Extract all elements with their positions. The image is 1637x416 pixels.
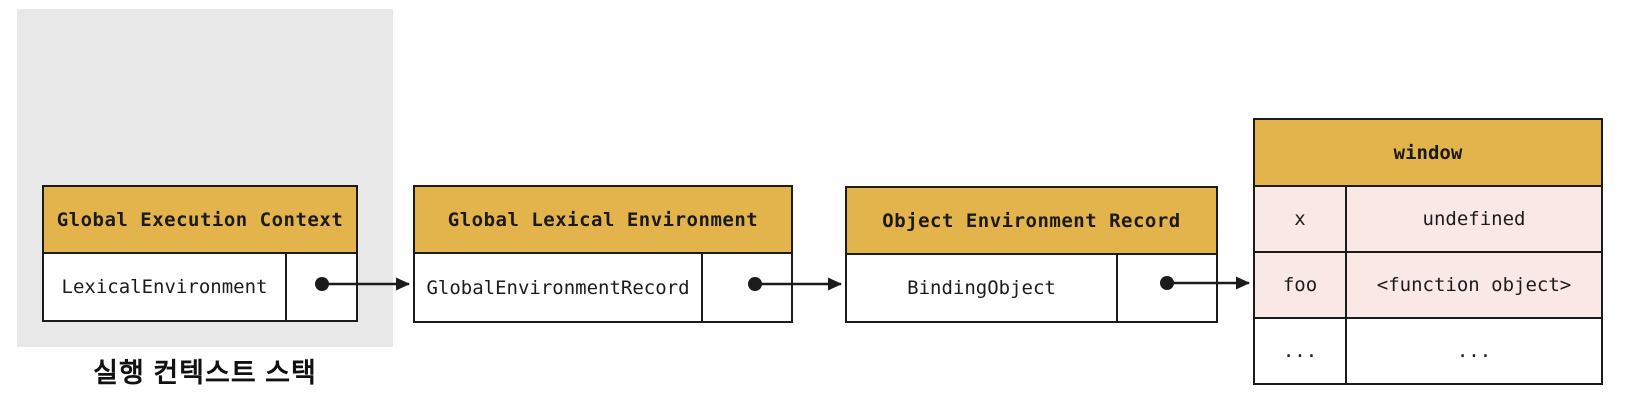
env-box-global-lexical-environment: Global Lexical Environment GlobalEnviron… <box>413 185 793 323</box>
env-pointer-cell <box>701 254 791 321</box>
env-slot-name: GlobalEnvironmentRecord <box>426 276 690 299</box>
window-table-title: window <box>1393 141 1463 164</box>
env-slot-row: GlobalEnvironmentRecord <box>415 254 791 321</box>
window-row-foo: foo <function object> <box>1255 253 1601 319</box>
window-table: window x undefined foo <function object>… <box>1253 118 1603 385</box>
env-box-header: Global Lexical Environment <box>415 187 791 254</box>
env-slot-row: LexicalEnvironment <box>44 254 356 320</box>
env-pointer-cell <box>1116 255 1216 321</box>
env-slot-row: BindingObject <box>847 255 1216 321</box>
window-key-cell: x <box>1255 187 1347 251</box>
env-pointer-cell <box>285 254 356 320</box>
stack-label: 실행 컨텍스트 스택 <box>93 358 317 388</box>
env-box-global-execution-context: Global Execution Context LexicalEnvironm… <box>42 185 358 322</box>
window-key-cell: foo <box>1255 253 1347 317</box>
env-box-header: Global Execution Context <box>44 187 356 254</box>
window-value-cell: <function object> <box>1376 274 1572 296</box>
env-slot-name: LexicalEnvironment <box>61 276 268 298</box>
env-box-title: Object Environment Record <box>882 209 1181 232</box>
window-value-cell: undefined <box>1422 208 1526 230</box>
window-table-header: window <box>1255 120 1601 187</box>
env-box-object-environment-record: Object Environment Record BindingObject <box>845 186 1218 323</box>
env-box-title: Global Execution Context <box>56 208 344 231</box>
window-value-cell: ... <box>1456 340 1492 362</box>
env-box-header: Object Environment Record <box>847 188 1216 255</box>
window-key-cell: ... <box>1255 319 1347 383</box>
env-slot-name: BindingObject <box>907 277 1056 299</box>
window-row-ellipsis: ... ... <box>1255 319 1601 383</box>
window-row-x: x undefined <box>1255 187 1601 253</box>
env-box-title: Global Lexical Environment <box>447 208 759 231</box>
